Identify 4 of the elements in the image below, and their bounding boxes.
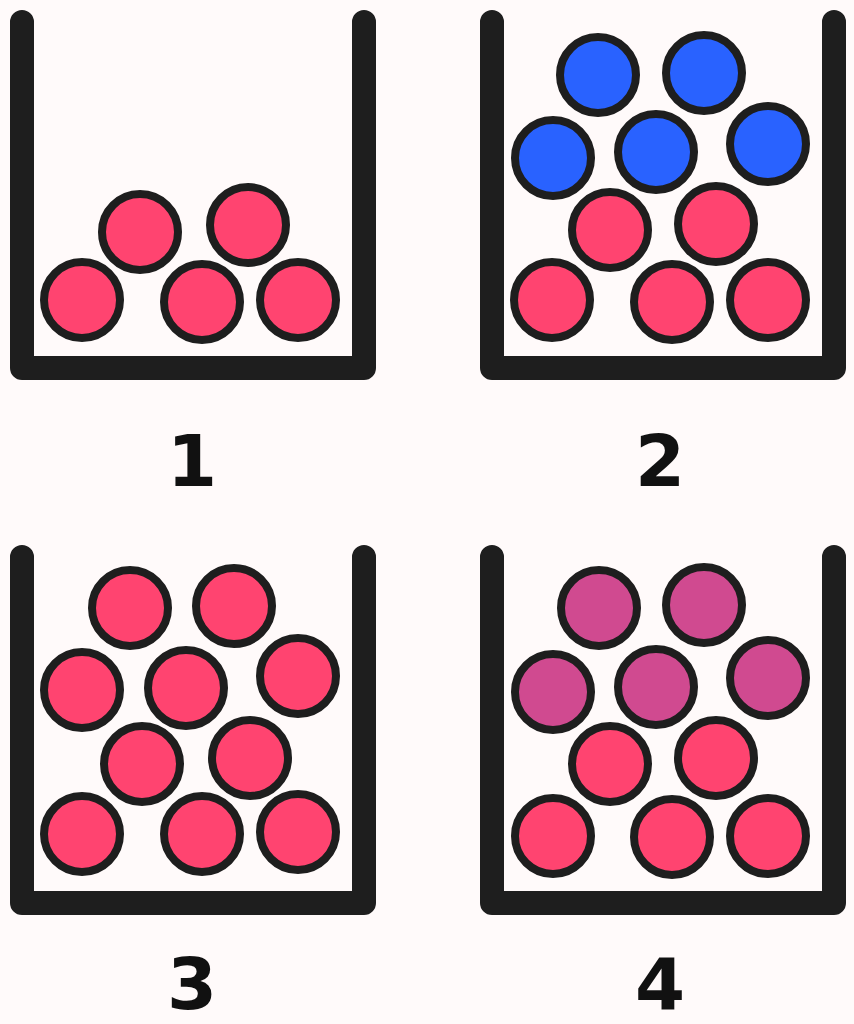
panel-number: 3 (166, 948, 218, 1020)
panel-number: 2 (634, 425, 686, 497)
panel-number: 4 (634, 948, 686, 1020)
panel-number: 1 (166, 425, 218, 497)
